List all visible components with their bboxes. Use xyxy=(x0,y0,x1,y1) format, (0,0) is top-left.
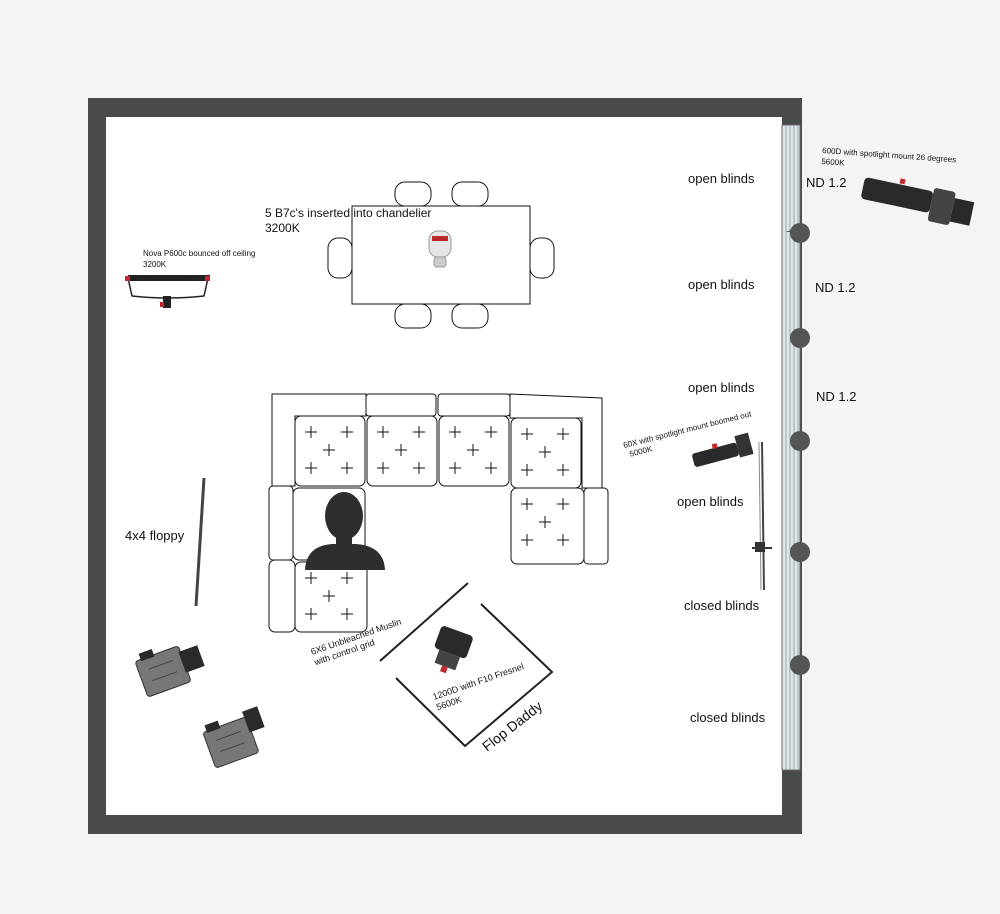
window-1-nd: ND 1.2 xyxy=(806,175,846,190)
dining-table-group xyxy=(327,181,555,329)
window-3-blinds: open blinds xyxy=(688,380,755,395)
floppy-flag xyxy=(194,477,206,607)
nova-label-line2: 3200K xyxy=(143,260,167,269)
spotlight-60x-icon xyxy=(692,432,754,467)
nova-label-line1: Nova P600c bounced off ceiling xyxy=(143,249,255,258)
chair xyxy=(394,181,432,207)
window-2-blinds: open blinds xyxy=(688,277,755,292)
spot600d-label-line2: 5600K xyxy=(821,157,845,168)
spotlight-600d-icon xyxy=(861,177,975,226)
chandelier-label-line1: 5 B7c's inserted into chandelier xyxy=(265,206,431,220)
chair xyxy=(327,237,353,279)
cushion-tufting xyxy=(305,426,569,620)
spot600d-label: 600D with spotlight mount 26 degrees 560… xyxy=(821,146,956,168)
camera-icon xyxy=(135,645,205,697)
chair xyxy=(451,303,489,329)
chandelier-label-line2: 3200K xyxy=(265,221,300,235)
flop-daddy-frame xyxy=(395,603,554,748)
fresnel-1200d-icon xyxy=(434,626,473,674)
camera-icon xyxy=(203,706,265,768)
muslin-frame xyxy=(379,582,469,662)
window-4-blinds: open blinds xyxy=(677,494,744,509)
chair xyxy=(451,181,489,207)
window-3-nd: ND 1.2 xyxy=(816,389,856,404)
chandelier-label: 5 B7c's inserted into chandelier 3200K xyxy=(265,206,431,235)
c-stand-icon xyxy=(752,441,772,591)
chandelier-bulb-icon xyxy=(428,230,452,268)
person-silhouette-icon xyxy=(305,492,385,570)
chair xyxy=(529,237,555,279)
nova-p600c-light xyxy=(125,275,210,308)
window-strip xyxy=(781,124,810,771)
window-labels: open blinds ND 1.2 open blinds ND 1.2 op… xyxy=(677,171,856,725)
nova-label: Nova P600c bounced off ceiling 3200K xyxy=(143,249,255,269)
window-6-blinds: closed blinds xyxy=(690,710,766,725)
floppy-label: 4x4 floppy xyxy=(125,528,185,543)
chair xyxy=(394,303,432,329)
window-5-blinds: closed blinds xyxy=(684,598,760,613)
window-1-blinds: open blinds xyxy=(688,171,755,186)
window-2-nd: ND 1.2 xyxy=(815,280,855,295)
